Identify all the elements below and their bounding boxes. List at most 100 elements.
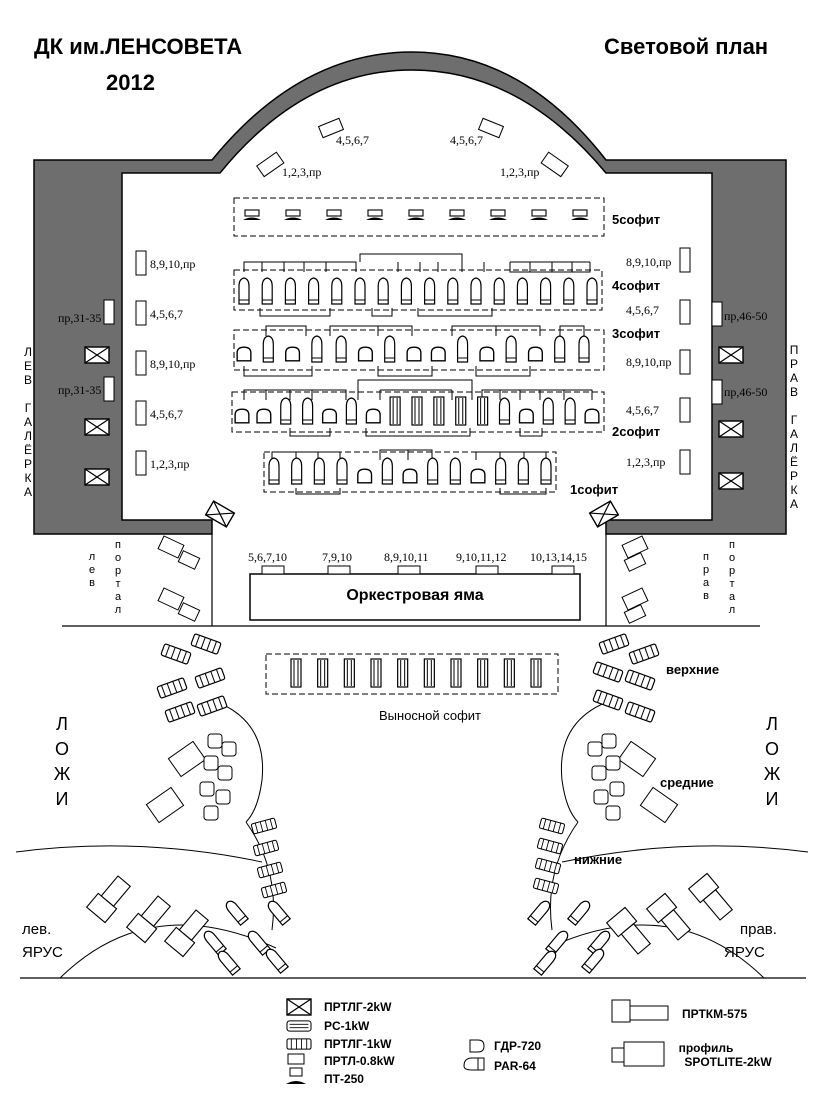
par-64-fixture (539, 277, 552, 305)
sofit-3-fixture (335, 335, 347, 363)
boxes-letter: О (765, 739, 779, 759)
legend-label-spotlite: SPOTLITE-2kW (684, 1055, 772, 1069)
boxes-letter: И (766, 789, 779, 809)
remote-sofit-fixture (290, 658, 302, 688)
right-gallery-fixtures (711, 301, 744, 490)
upper-box-fixtures-right (592, 632, 660, 724)
pt-250-fixture (283, 209, 303, 221)
legend (286, 998, 669, 1084)
par-64-fixture (354, 277, 366, 305)
sofit-3: 3софит (233, 325, 660, 377)
sofit-3-fixture (554, 335, 566, 363)
sofit-1-fixture (313, 457, 325, 485)
left-gallery-channel-1: пр,31-35 (58, 311, 101, 325)
sofit-2-fixture (345, 397, 357, 425)
portal-letter: п (729, 539, 735, 551)
d-shape-icon (469, 1039, 485, 1053)
par-64-fixture (308, 277, 320, 305)
portal-letter: п (703, 551, 709, 563)
portal-letter: т (115, 578, 120, 590)
sofit-3-fixture (236, 346, 252, 362)
legend-label-gdr-720: ГДР-720 (494, 1039, 541, 1053)
sofit-1-fixture (291, 457, 303, 485)
gallery-letter: Е (24, 359, 32, 373)
dome-right-top-channels: 4,5,6,7 (450, 133, 483, 147)
legend-label-prtlg-2kw: ПРТЛГ-2kW (324, 1000, 392, 1014)
boxes-letter: Ж (54, 764, 71, 784)
boxes-letter: О (55, 739, 69, 759)
pit-channel-5: 10,13,14,15 (530, 550, 587, 564)
profile-spot-icon (611, 999, 669, 1023)
orchestra-pit (249, 565, 581, 621)
left-gallery-fixtures (84, 299, 115, 486)
portal-letter: а (729, 591, 736, 603)
portal-letter: л (729, 604, 735, 616)
portal-letter: л (89, 551, 95, 563)
middle-box-fixtures-right (587, 733, 679, 824)
sofit-2-fixture (302, 397, 314, 425)
par-64-fixture (261, 277, 273, 305)
right-tier-fixtures (527, 872, 736, 976)
sofit-1-label: 1софит (570, 482, 618, 497)
portal-letter: в (89, 577, 95, 589)
left-wall-channel-2: 4,5,6,7 (150, 307, 183, 321)
portal-letter: в (703, 590, 709, 602)
remote-sofit-fixture (477, 658, 489, 688)
gallery-letter: Г (25, 401, 32, 415)
portal-letter: р (729, 565, 735, 577)
gallery-letter: Л (790, 441, 798, 455)
left-tier-label-2: ЯРУС (22, 944, 63, 961)
gallery-letter: Р (790, 469, 798, 483)
sofit-2-fixture (256, 408, 272, 424)
year-label: 2012 (106, 70, 155, 95)
sofit-3-fixture (430, 346, 446, 362)
sofit-1-fixture (449, 457, 461, 485)
sofit-3-fixture (479, 346, 495, 362)
lower-boxes-label: нижние (574, 852, 622, 867)
sofit-1-fixture (517, 457, 529, 485)
sofit-5: 5софит (233, 197, 660, 237)
par-64-fixture (563, 277, 575, 305)
pit-channel-2: 7,9,10 (322, 550, 352, 564)
gallery-letter: Г (791, 413, 798, 427)
plan-title: Световой план (604, 34, 768, 59)
remote-sofit-label: Выносной софит (379, 708, 481, 723)
middle-box-fixtures-left (145, 733, 237, 824)
sofit-2-fixture (433, 396, 445, 426)
boxes-letter: Л (56, 714, 68, 734)
legend-label-prtlg-1kw: ПРТЛГ-1kW (324, 1037, 392, 1051)
sofit-1-fixture (336, 457, 348, 485)
sofit-3-fixture (357, 346, 373, 362)
sofit-3-fixture (384, 335, 396, 363)
sofit-4-label: 4софит (612, 278, 660, 293)
dome-left-low-channels: 1,2,3,пр (282, 165, 321, 179)
gallery-letter: В (790, 385, 798, 399)
par-64-fixture (470, 277, 482, 305)
sofit-3-fixture (406, 346, 422, 362)
sofit-3-label: 3софит (612, 326, 660, 341)
sofit-3-fixture (262, 335, 274, 363)
gallery-letter: К (791, 483, 798, 497)
gallery-letter: Р (790, 357, 798, 371)
par-64-fixture (331, 277, 343, 305)
pt-250-fixture (324, 209, 344, 221)
left-wall-channel-3: 8,9,10,пр (150, 357, 195, 371)
dome-right-low-channels: 1,2,3,пр (500, 165, 539, 179)
gallery-letter: Ё (790, 455, 798, 469)
right-wall-channel-5: 1,2,3,пр (626, 455, 665, 469)
sofit-2-fixture (584, 408, 600, 424)
sofit-2-fixture (518, 408, 534, 424)
pt-250-fixture (529, 209, 549, 221)
dome-fixtures (256, 117, 569, 178)
par-64-fixture (377, 277, 389, 305)
legend-label-pc-1kw: PC-1kW (324, 1019, 370, 1033)
pt-fixture-icon (286, 1067, 306, 1084)
striped-lens-icon (286, 1020, 312, 1032)
dome-left-top-channels: 4,5,6,7 (336, 133, 369, 147)
remote-sofit (265, 653, 559, 695)
gallery-letter: Л (24, 429, 32, 443)
sofit-1-fixture (495, 457, 507, 485)
portal-letter: о (729, 552, 735, 564)
